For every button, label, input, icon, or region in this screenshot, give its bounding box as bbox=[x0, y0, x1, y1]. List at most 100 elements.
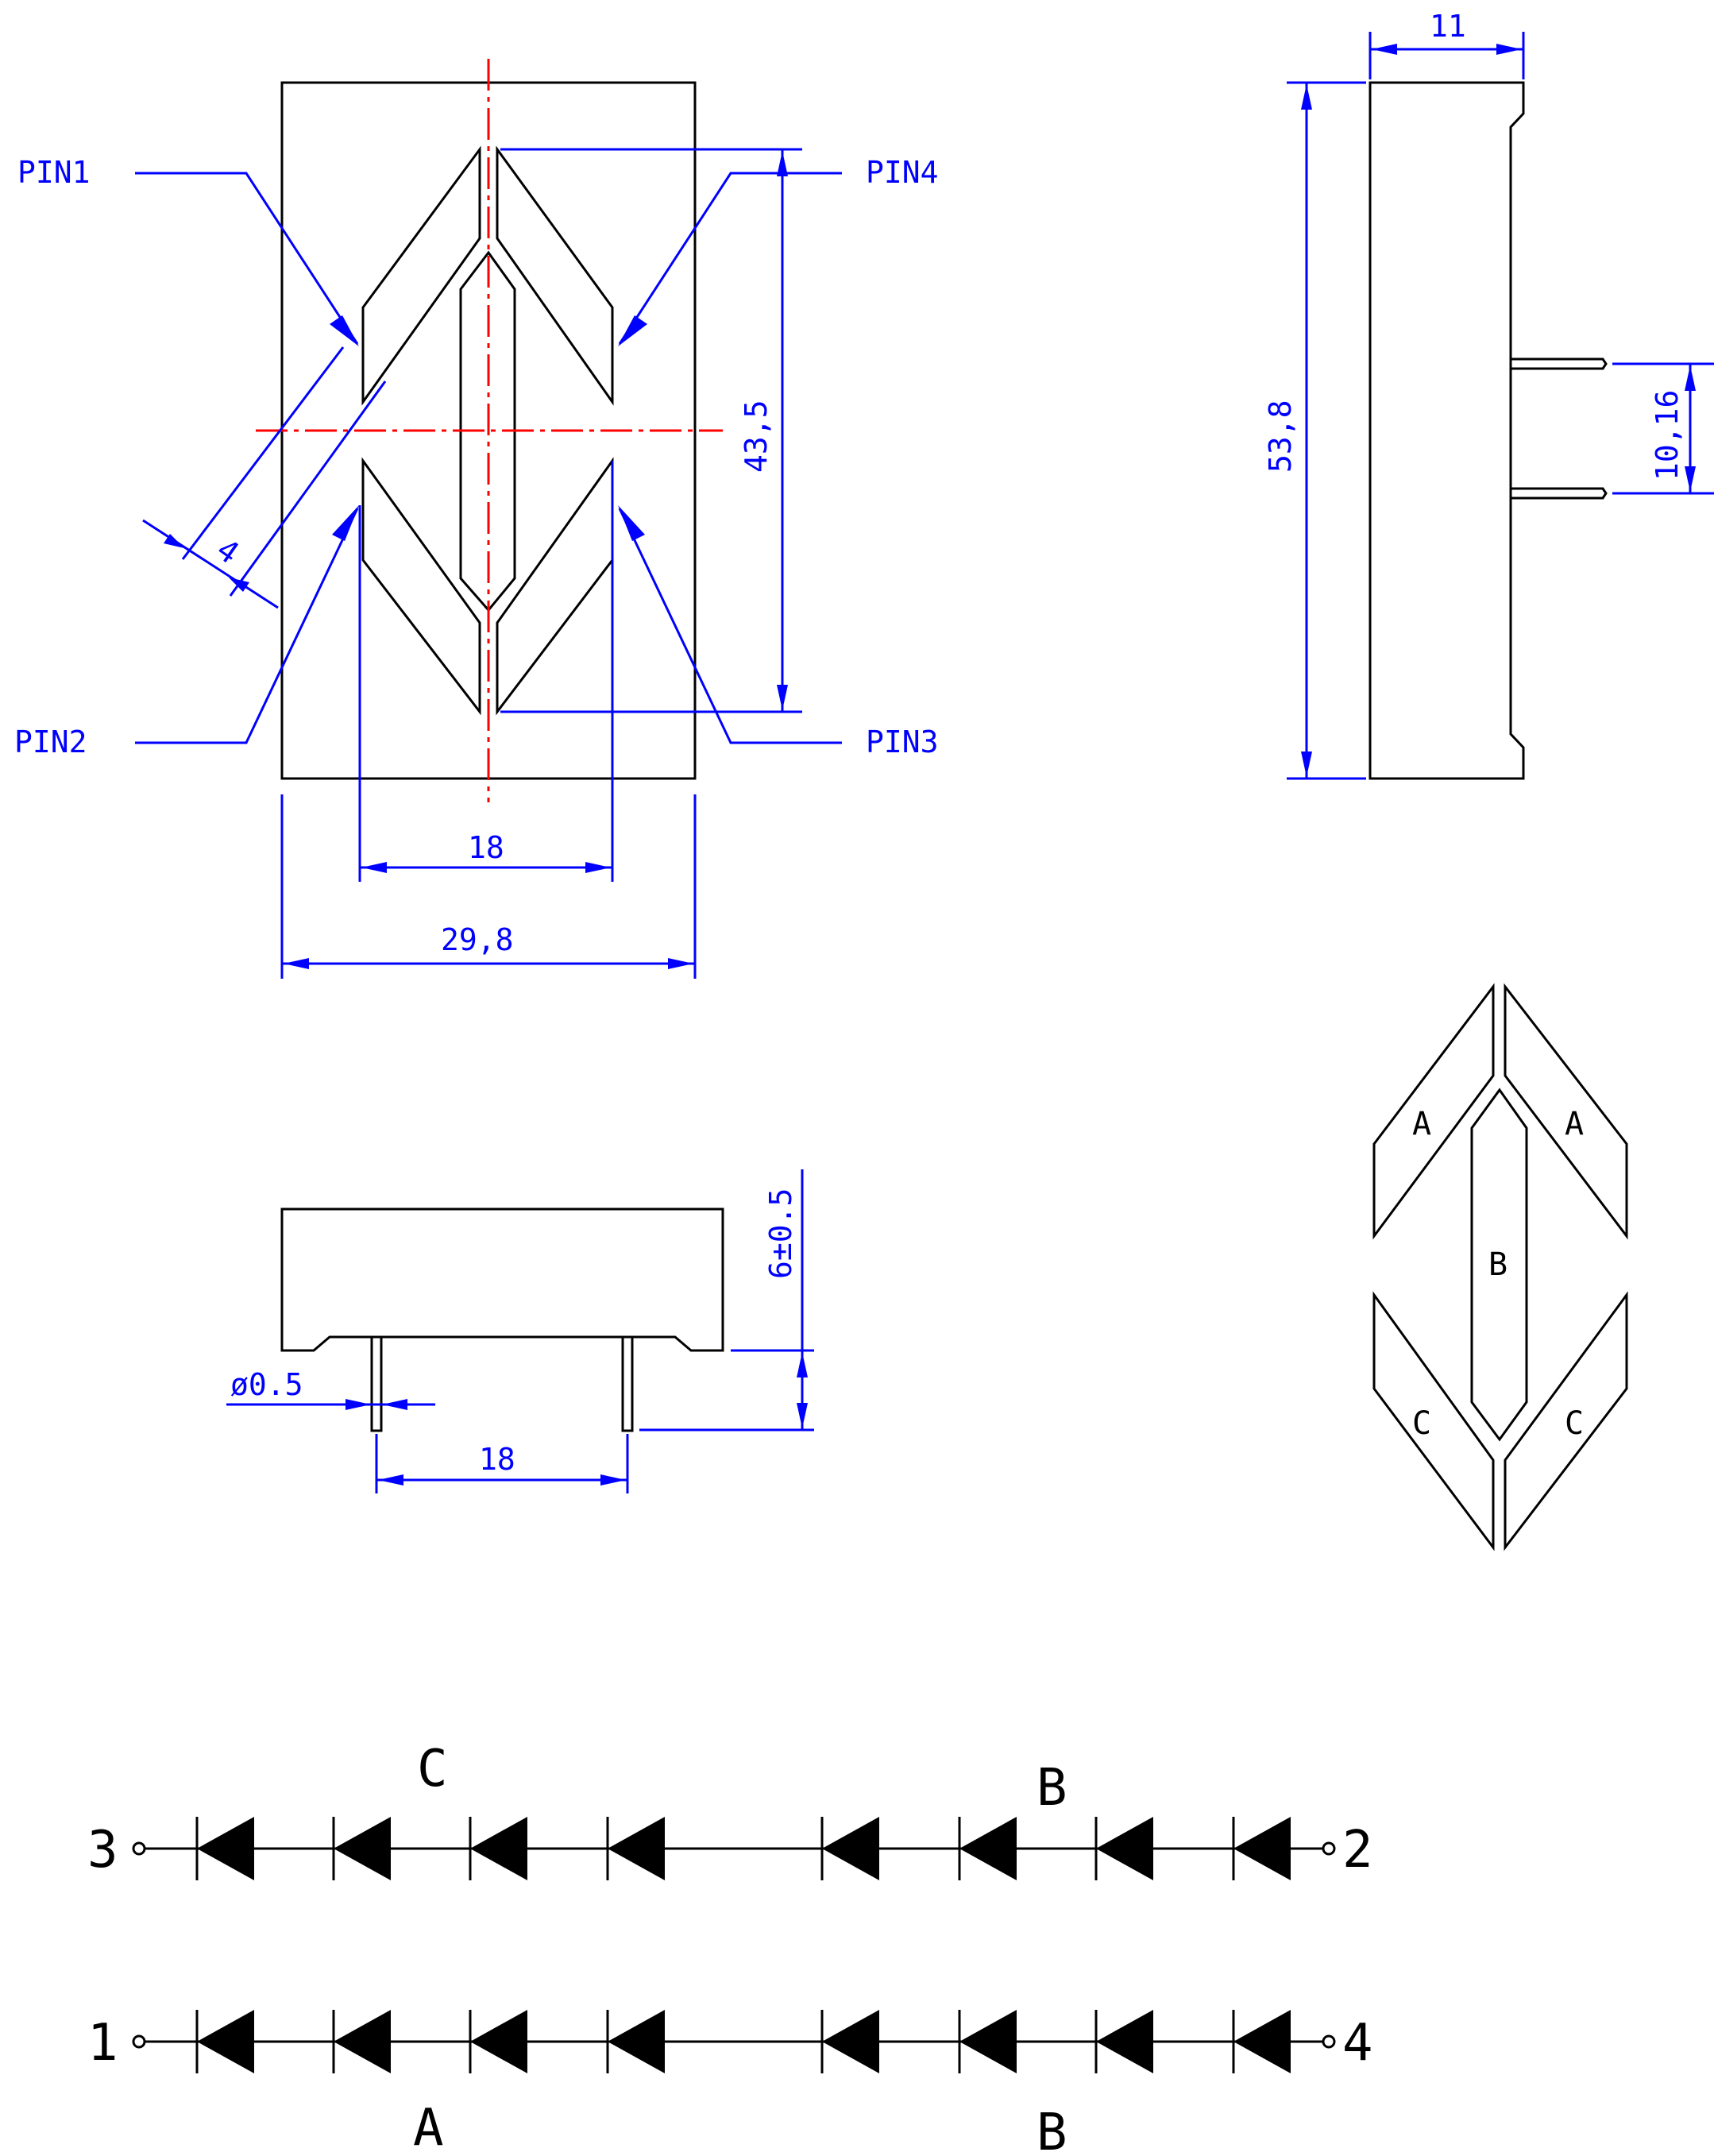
group-a-label: A bbox=[413, 2099, 444, 2156]
legend-label-a-right: A bbox=[1565, 1106, 1584, 1142]
top-diode-2-triangle bbox=[334, 1817, 391, 1880]
terminal-1-label: 1 bbox=[87, 2014, 118, 2073]
bottom-diode-3-triangle bbox=[470, 2010, 527, 2073]
pin-diameter-arrow-right bbox=[382, 1399, 407, 1410]
pin2-arrowhead bbox=[332, 505, 359, 541]
pin3-label: PIN3 bbox=[866, 724, 939, 759]
pin4-label: PIN4 bbox=[866, 155, 939, 190]
legend-segment-a-left bbox=[1372, 983, 1495, 1240]
pin-length-arrow-top bbox=[797, 1352, 808, 1377]
bottom-diode-8-triangle bbox=[1233, 2010, 1291, 2073]
pin2-label: PIN2 bbox=[14, 724, 87, 759]
bottom-diode-4-triangle bbox=[608, 2010, 665, 2073]
span-arrow-top bbox=[777, 151, 788, 176]
top-diode-1-triangle bbox=[197, 1817, 254, 1880]
bottom-diode-1-triangle bbox=[197, 2010, 254, 2073]
pin4-leader bbox=[618, 172, 842, 345]
bottom-diode-2-triangle bbox=[334, 2010, 391, 2073]
pin-diameter-arrow-left bbox=[346, 1399, 371, 1410]
pin1-leader bbox=[135, 172, 359, 345]
pin-length-arrow-bottom bbox=[797, 1403, 808, 1428]
pin-length-label: 6±0.5 bbox=[763, 1188, 798, 1279]
group-c-label: C bbox=[417, 1740, 448, 1799]
bottom-body-outline bbox=[280, 1207, 724, 1352]
legend-segment-c-right bbox=[1504, 1291, 1628, 1551]
bottom-pin-right bbox=[621, 1335, 634, 1432]
legend-segment-c-left bbox=[1372, 1291, 1495, 1551]
top-diode-3-triangle bbox=[470, 1817, 527, 1880]
side-pitch-label: 10,16 bbox=[1650, 390, 1685, 481]
depth-label: 11 bbox=[1430, 9, 1466, 44]
group-b-top-label: B bbox=[1037, 1759, 1067, 1818]
front-view: PIN1 PIN4 PIN2 PIN3 4 43,5 18 bbox=[14, 59, 939, 979]
top-diode-4-triangle bbox=[608, 1817, 665, 1880]
body-width-arrow-left bbox=[284, 958, 309, 969]
group-b-bottom-label: B bbox=[1037, 2104, 1067, 2156]
seg-width-arrow-1 bbox=[164, 534, 184, 548]
side-view: 11 53,8 10,16 bbox=[1263, 9, 1714, 780]
bottom-pin-left bbox=[370, 1335, 383, 1432]
top-diode-8-triangle bbox=[1233, 1817, 1291, 1880]
legend-label-a-left: A bbox=[1412, 1106, 1431, 1142]
span-arrow-bottom bbox=[777, 685, 788, 710]
bottom-pitch-label: 18 bbox=[479, 1442, 515, 1477]
front-pitch-arrow-right bbox=[585, 862, 611, 873]
terminal-3-label: 3 bbox=[87, 1821, 118, 1880]
terminal-4-label: 4 bbox=[1342, 2014, 1373, 2073]
height-label: 53,8 bbox=[1263, 400, 1298, 473]
seg-width-label: 4 bbox=[210, 531, 245, 570]
top-diode-7-triangle bbox=[1096, 1817, 1153, 1880]
pin1-label: PIN1 bbox=[17, 155, 91, 190]
side-pitch-arrow-bottom bbox=[1685, 466, 1696, 492]
height-arrow-bottom bbox=[1301, 752, 1312, 777]
depth-arrow-left bbox=[1372, 44, 1397, 55]
top-diode-6-triangle bbox=[959, 1817, 1017, 1880]
pin4-arrowhead bbox=[618, 315, 647, 346]
diodes-bottom bbox=[195, 2010, 1291, 2073]
diodes-top bbox=[195, 1817, 1291, 1880]
bottom-diode-7-triangle bbox=[1096, 2010, 1153, 2073]
seg-width-arrow-2 bbox=[229, 578, 249, 592]
bottom-diode-6-triangle bbox=[959, 2010, 1017, 2073]
seg-width-ext-1 bbox=[181, 346, 345, 560]
depth-arrow-right bbox=[1496, 44, 1522, 55]
front-pitch-label: 18 bbox=[468, 830, 504, 865]
pin-diameter-label: ø0.5 bbox=[230, 1367, 303, 1402]
body-width-arrow-right bbox=[668, 958, 693, 969]
pin3-leader bbox=[618, 508, 842, 744]
segment-legend: A A B C C bbox=[1372, 983, 1628, 1551]
side-pin-bottom bbox=[1509, 487, 1608, 500]
diode-string-bottom: 1 4 A B bbox=[87, 2010, 1373, 2156]
legend-label-c-right: C bbox=[1565, 1405, 1584, 1442]
bottom-diode-5-triangle bbox=[822, 2010, 879, 2073]
front-segment-c-left bbox=[361, 457, 481, 716]
pin2-leader bbox=[135, 508, 359, 744]
diode-string-top: 3 2 C B bbox=[87, 1740, 1373, 1880]
terminal-2-node bbox=[1322, 1841, 1336, 1856]
front-segment-a-left bbox=[361, 145, 481, 406]
legend-segment-b bbox=[1470, 1088, 1528, 1442]
legend-segment-a-right bbox=[1504, 983, 1628, 1240]
span-label: 43,5 bbox=[739, 400, 774, 473]
bottom-pitch-arrow-right bbox=[600, 1474, 626, 1486]
front-pitch-arrow-left bbox=[361, 862, 387, 873]
side-pin-top bbox=[1509, 357, 1608, 370]
bottom-view: 6±0.5 ø0.5 18 bbox=[226, 1169, 814, 1493]
pin3-arrowhead bbox=[618, 505, 645, 541]
height-arrow-top bbox=[1301, 84, 1312, 110]
terminal-3-node bbox=[132, 1841, 146, 1856]
terminal-4-node bbox=[1322, 2034, 1336, 2049]
legend-label-b: B bbox=[1488, 1246, 1507, 1283]
seg-width-dim-line bbox=[142, 519, 279, 609]
body-width-label: 29,8 bbox=[441, 922, 514, 957]
circuit-schematic: 3 2 C B 1 4 A B bbox=[87, 1740, 1373, 2156]
legend-label-c-left: C bbox=[1412, 1405, 1431, 1442]
top-diode-5-triangle bbox=[822, 1817, 879, 1880]
seg-width-ext-2 bbox=[229, 381, 387, 597]
side-body-outline bbox=[1368, 81, 1525, 780]
pin1-arrowhead bbox=[330, 315, 359, 346]
side-pitch-arrow-top bbox=[1685, 365, 1696, 391]
front-segment-a-right bbox=[496, 145, 614, 406]
terminal-2-label: 2 bbox=[1342, 1821, 1373, 1880]
